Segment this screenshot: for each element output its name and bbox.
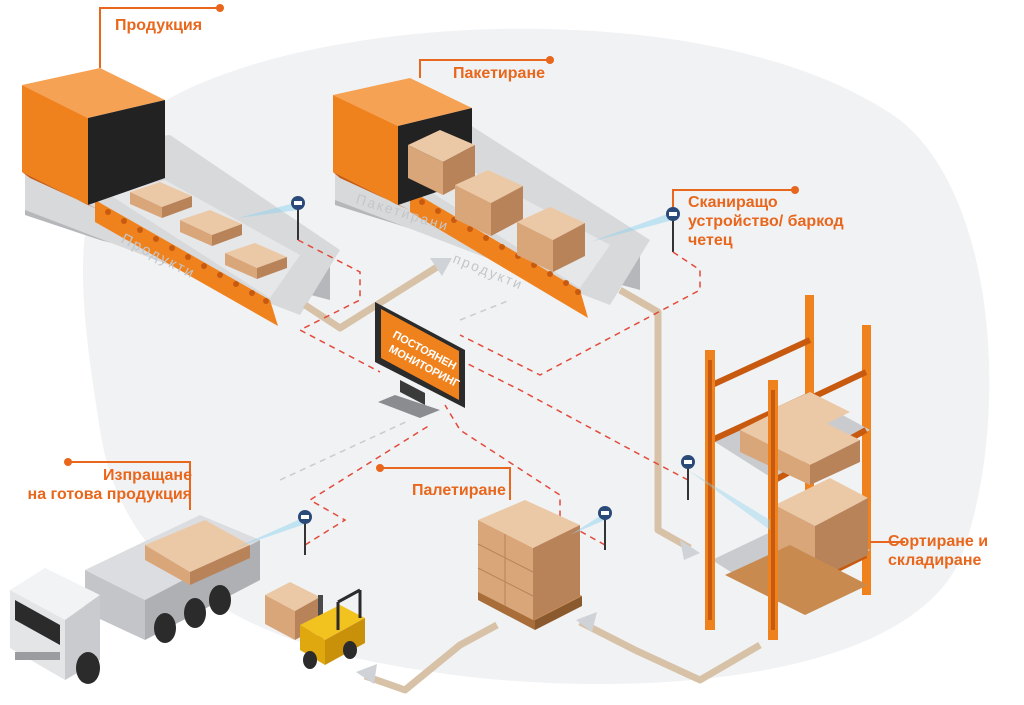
label-packaging: Пакетиране [453,65,545,82]
forklift-icon [265,582,365,669]
label-scanner-line-3: четец [688,232,733,249]
label-production: Продукция [115,17,203,34]
callout-lines [68,7,905,543]
flow-arrows [303,259,762,694]
barcode-scanner-icon [590,207,680,252]
barcode-scanner-icon [681,455,770,530]
label-shipping: Изпращане на готова продукция [7,466,192,504]
label-palletizing: Палетиране [412,482,506,499]
monitoring-links-grey [279,299,511,481]
truck-icon [10,515,260,684]
warehouse-rack-icon [705,295,871,640]
label-shipping-line-1: Изпращане [103,467,192,484]
label-sorting-line-1: Сортиране и [888,533,989,550]
packed-boxes-belt-2 [408,130,585,272]
label-sorting: Сортиране и складиране [888,532,988,570]
flow-arrowheads [356,258,700,684]
label-sorting-line-2: складиране [888,552,982,569]
barcode-scanner-icon [238,196,305,240]
callout-dots [64,4,799,472]
label-shipping-line-2: на готова продукция [27,486,192,503]
label-scanner-line-1: Сканиращо [688,194,778,211]
production-machine [22,68,165,210]
barcode-scanner-icon [570,506,612,550]
product-boxes-belt-1 [130,182,287,279]
label-scanner: Сканиращо устройство/ баркод четец [688,193,844,250]
monitor-icon [375,302,465,418]
barcode-scanner-icon [235,510,312,555]
label-scanner-line-2: устройство/ баркод [688,213,844,230]
pallet-icon [477,500,582,630]
